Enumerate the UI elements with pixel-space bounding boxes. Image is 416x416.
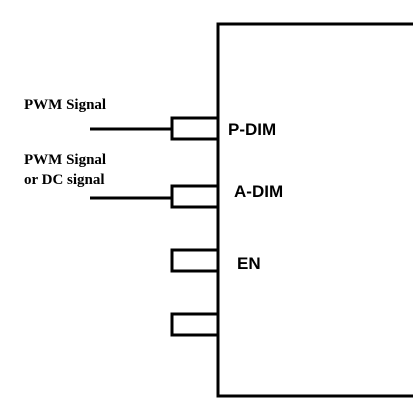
input-label-pwm-or-dc-line2: or DC signal [24,172,105,188]
pin-en [170,248,218,273]
input-label-pwm-or-dc-line1: PWM Signal [24,152,106,168]
pin-unlabeled [170,312,218,337]
pin-a-dim [170,184,218,209]
pin-label-en: EN [237,254,261,273]
ic-body-outline [216,22,413,398]
pin-label-p-dim: P-DIM [228,120,276,139]
pin-label-a-dim: A-DIM [234,182,283,201]
pin-p-dim [170,116,218,141]
input-label-pwm: PWM Signal [24,97,106,113]
